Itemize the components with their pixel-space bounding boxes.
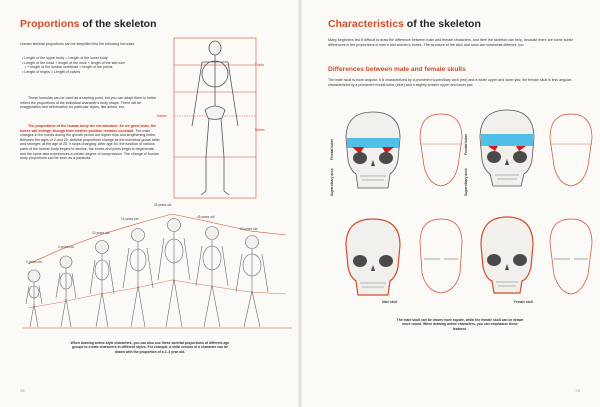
formula-list: Length of the upper body = Length of the… xyxy=(22,56,162,74)
thirds-label: Thirds xyxy=(255,63,264,67)
right-page-title: Characteristics of the skeleton xyxy=(328,18,481,30)
skeleton-60-years xyxy=(235,235,269,328)
right-arm xyxy=(227,61,239,127)
left-intro: Human skeletal proportions can be simpli… xyxy=(20,42,136,46)
halves-label-left: Halves xyxy=(157,114,167,118)
male-skull-outlined xyxy=(345,218,401,296)
skeleton-2-years xyxy=(25,269,43,328)
right-page: Characteristics of the skeleton Many beg… xyxy=(302,0,600,407)
head-template-2 xyxy=(549,113,593,187)
male-skull-label: Male skull xyxy=(382,300,398,304)
age-label: 4 years old xyxy=(58,245,74,249)
book-gutter xyxy=(298,0,302,407)
left-paragraph: These formulas can be used as a starting… xyxy=(20,96,157,110)
height-parabola xyxy=(27,213,287,265)
right-leg xyxy=(220,117,230,196)
superciliary-arch-mark xyxy=(352,147,394,154)
skull-subtitle: Differences between male and female skul… xyxy=(328,66,466,73)
page-number-left: 28 xyxy=(20,388,25,393)
pelvis xyxy=(204,105,226,120)
formula-item: Length of the head + length of the neck … xyxy=(22,61,162,66)
superciliary-arch-label-2: Superciliary arch xyxy=(464,168,468,196)
left-page: Proportions of the skeleton Human skelet… xyxy=(0,0,298,407)
frontal-tuber-label-1: Frontal tuber xyxy=(330,139,334,160)
formula-item: Length of thighs = Length of calves xyxy=(22,70,162,75)
halves-label-right: Halves xyxy=(255,128,265,132)
skeleton-16-years xyxy=(122,228,154,328)
female-skull-marked xyxy=(479,109,535,187)
male-head-drawing xyxy=(419,218,463,294)
frontal-tuber-mark xyxy=(347,138,399,148)
adult-skeleton xyxy=(191,40,239,196)
age-label: 10 years old xyxy=(92,231,110,235)
skeleton-4-years xyxy=(55,255,77,328)
age-label: 2 years old xyxy=(26,260,42,264)
frontal-tuber-label-2: Frontal tuber xyxy=(464,134,468,155)
age-label: 45 years old xyxy=(197,215,215,219)
skeleton-25-years xyxy=(157,218,191,328)
age-label: 60 years old xyxy=(240,227,258,231)
formula-item: + length of the lumbar vertebrae = lengt… xyxy=(22,65,162,70)
frontal-tuber-mark xyxy=(481,134,533,146)
female-skull-outlined xyxy=(480,216,534,294)
left-leg xyxy=(200,117,210,196)
superciliary-arch-label-1: Superciliary arch xyxy=(330,168,334,196)
formula-item: Length of the upper body = Length of the… xyxy=(22,56,162,61)
page-number-right: 29 xyxy=(575,388,580,393)
hip-line xyxy=(27,279,287,309)
female-skull-label: Female skull xyxy=(514,300,534,304)
skull-description: The male skull is more angular. It is ch… xyxy=(328,78,572,87)
skeleton-45-years xyxy=(195,226,229,328)
right-caption: The male skull can be drawn more square,… xyxy=(396,318,524,331)
male-skull-marked xyxy=(345,111,401,189)
skeleton-proportion-figure xyxy=(173,37,257,199)
skeleton-10-years xyxy=(89,240,115,328)
superciliary-arch-mark xyxy=(488,146,526,151)
age-label: 25 years old xyxy=(154,203,172,207)
proportion-frame xyxy=(173,37,257,199)
female-head-drawing xyxy=(549,218,593,295)
growth-skeletons xyxy=(25,218,269,328)
right-intro: Many beginners find it difficult to draw… xyxy=(328,38,574,47)
age-label: 16 years old xyxy=(121,217,139,221)
left-paragraph-2: The proportions of the human body are no… xyxy=(20,124,160,161)
growth-skeleton-figure xyxy=(22,213,292,329)
left-page-title: Proportions of the skeleton xyxy=(20,18,157,30)
skull xyxy=(208,40,222,56)
left-caption: When drawing anime-style characters, you… xyxy=(70,341,230,354)
left-arm xyxy=(191,61,203,127)
ribcage xyxy=(201,60,229,88)
head-template-1 xyxy=(419,113,463,187)
